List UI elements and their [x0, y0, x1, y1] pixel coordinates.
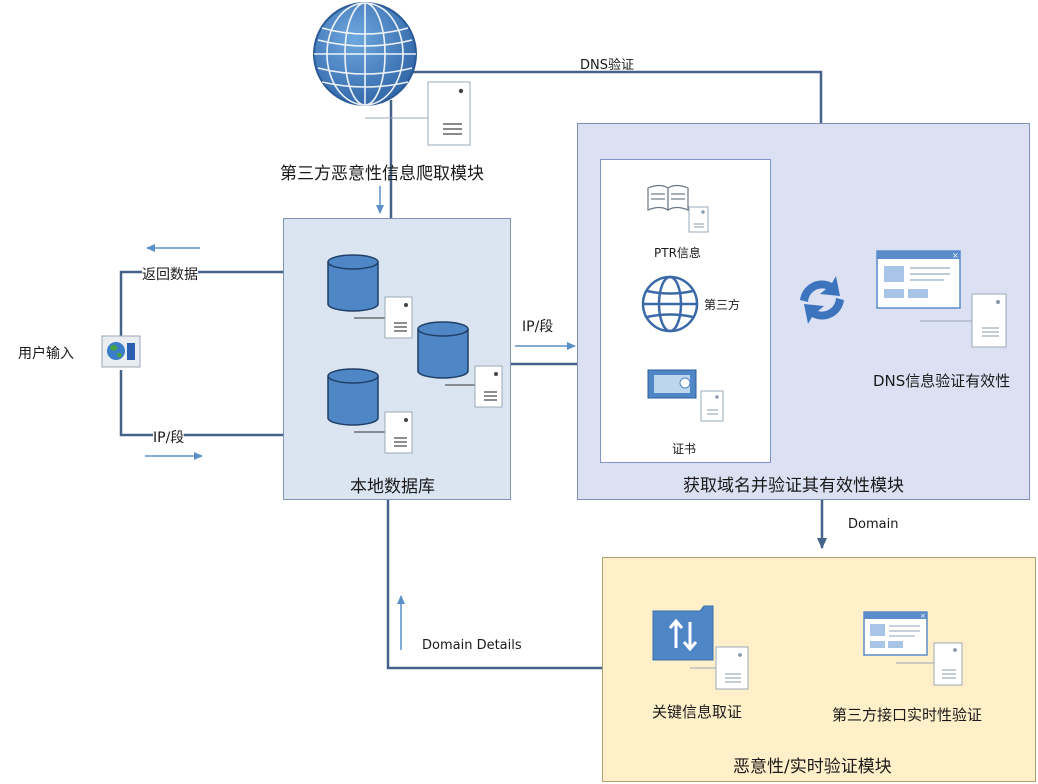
database-icon-3	[327, 368, 379, 426]
return-data-connector	[119, 270, 283, 336]
sync-icon	[800, 276, 844, 324]
domain-label: Domain	[848, 517, 899, 532]
dns-window-icon: ×	[876, 250, 961, 309]
dns-verify-label: DNS验证	[580, 58, 634, 73]
dns-server-icon	[920, 293, 1007, 348]
domain-details-connector	[386, 500, 602, 670]
certificate-label: 证书	[672, 442, 697, 456]
third-party-label: 第三方	[704, 298, 741, 312]
svg-text:×: ×	[952, 251, 959, 260]
globe-icon	[313, 2, 417, 106]
user-ip-label: IP/段	[153, 427, 185, 447]
local-db-title: 本地数据库	[350, 477, 435, 497]
dns-valid-label: DNS信息验证有效性	[873, 372, 1011, 390]
malicious-box	[602, 557, 1036, 782]
certificate-icon	[647, 369, 697, 399]
book-icon	[647, 184, 689, 212]
crawler-module-title: 第三方恶意性信息爬取模块	[280, 164, 484, 184]
domain-verify-title: 获取域名并验证其有效性模块	[683, 476, 904, 496]
api-verify-label: 第三方接口实时性验证	[832, 706, 983, 724]
dns-connector	[410, 70, 823, 123]
cert-server-icon	[700, 390, 724, 422]
malicious-module-title: 恶意性/实时验证模块	[733, 757, 892, 777]
ptr-info-label: PTR信息	[654, 246, 701, 260]
ptr-server-icon	[688, 206, 709, 233]
user-input-label: 用户输入	[18, 346, 74, 362]
return-data-label: 返回数据	[142, 264, 198, 284]
svg-text:×: ×	[920, 612, 926, 620]
database-icon-1	[327, 254, 379, 312]
domain-details-label: Domain Details	[422, 638, 522, 653]
browser-icon	[101, 335, 141, 368]
folder-transfer-icon	[652, 605, 714, 661]
key-info-label: 关键信息取证	[652, 703, 743, 721]
api-window-icon: ×	[863, 611, 928, 656]
third-party-globe-icon	[641, 275, 699, 333]
database-icon-2	[417, 321, 469, 379]
ip-to-verify-label: IP/段	[522, 319, 554, 335]
user-ip-connector	[119, 370, 283, 437]
